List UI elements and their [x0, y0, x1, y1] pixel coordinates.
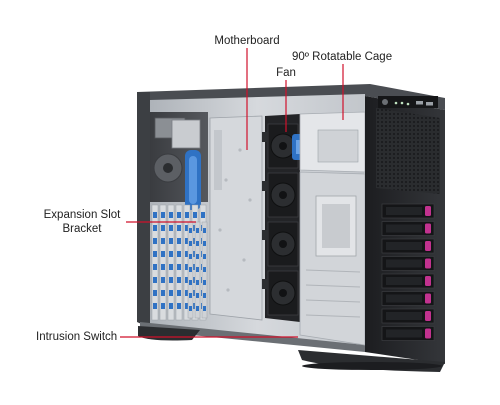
drive-release-latch — [425, 241, 431, 251]
drive-release-latch — [425, 206, 431, 216]
leader-lines — [120, 48, 344, 338]
drive-bay — [381, 238, 435, 254]
drive-bay — [381, 291, 435, 306]
front-bezel — [365, 96, 445, 364]
psu-handle — [171, 119, 201, 149]
expansion-bracket — [175, 204, 183, 321]
rear-panel — [150, 112, 208, 210]
drive-bay — [381, 221, 435, 236]
drive-release-latch — [425, 258, 431, 269]
system-fan-icon — [262, 172, 299, 218]
motherboard-tray — [209, 115, 263, 321]
fan-wall — [262, 114, 312, 322]
drive-release-latch — [425, 223, 431, 234]
expansion-slot-bracket-label: Expansion Slot Bracket — [34, 208, 130, 236]
drive-bay — [381, 326, 435, 341]
drive-bay — [381, 256, 435, 271]
drive-bay — [381, 308, 435, 324]
expansion-slot-label-line2: Bracket — [62, 223, 102, 235]
motherboard-label: Motherboard — [214, 35, 280, 47]
drive-bay — [381, 203, 435, 219]
expansion-bracket — [151, 204, 159, 321]
power-button-icon — [382, 99, 388, 105]
rotatable-cage — [299, 111, 366, 346]
rotatable-cage-label: 90º Rotatable Cage — [292, 51, 393, 63]
drive-release-latch — [425, 276, 431, 286]
drive-bay — [381, 273, 435, 289]
fan-label: Fan — [276, 67, 296, 79]
drive-release-latch — [425, 311, 431, 321]
drive-release-latch — [425, 293, 431, 304]
system-fan-icon — [262, 221, 299, 267]
expansion-bracket — [187, 221, 194, 319]
expansion-bracket — [159, 204, 167, 321]
expansion-bracket — [201, 221, 208, 319]
front-mesh-vent — [376, 108, 440, 194]
intrusion-switch-label: Intrusion Switch — [36, 331, 118, 343]
expansion-bracket — [194, 221, 201, 319]
expansion-bracket — [167, 204, 175, 321]
system-fan-icon — [262, 270, 299, 316]
expansion-slot-brackets — [151, 204, 208, 321]
expansion-slot-label-line1: Expansion Slot — [43, 209, 121, 221]
front-control-panel — [378, 96, 438, 108]
drive-release-latch — [425, 328, 431, 339]
